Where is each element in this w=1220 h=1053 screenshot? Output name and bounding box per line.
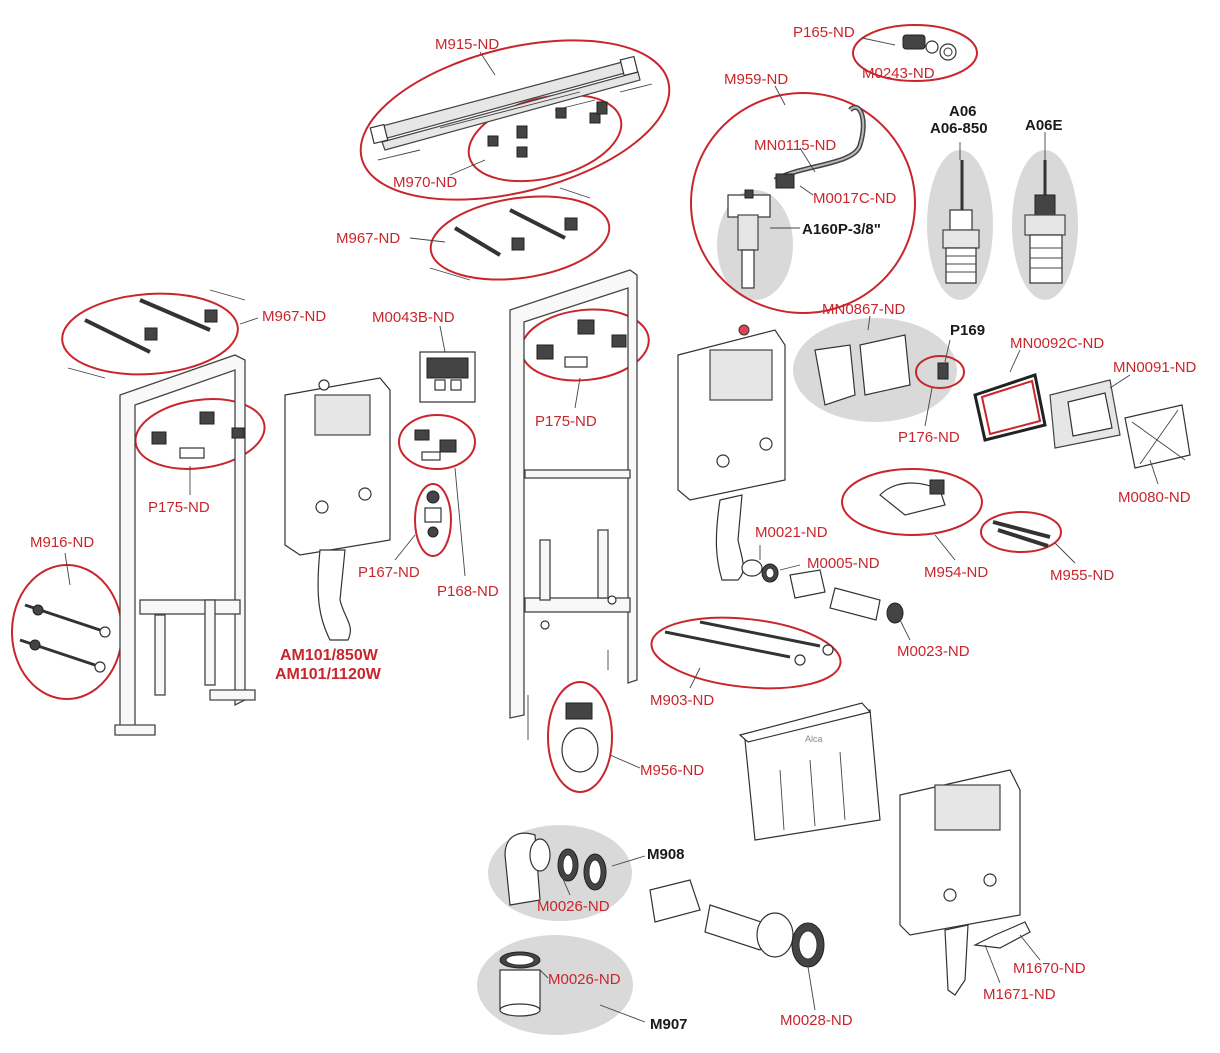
m959-hose-part <box>773 105 866 189</box>
label-mn0867: MN0867-ND <box>822 301 906 318</box>
p168-parts <box>414 429 457 461</box>
m959-ring <box>690 92 916 314</box>
label-a06e: A06E <box>1025 117 1063 134</box>
label-a160p: A160P-3/8" <box>802 221 881 238</box>
m916-bolts-part <box>19 603 111 673</box>
label-m1671: M1671-ND <box>983 986 1056 1003</box>
label-m908: M908 <box>647 846 685 863</box>
m955-bolts-part <box>992 520 1051 548</box>
label-m907: M907 <box>650 1016 688 1033</box>
center-frame-part <box>509 269 638 740</box>
m970-brackets-part <box>487 101 608 158</box>
label-m903: M903-ND <box>650 692 714 709</box>
left-cistern-part <box>284 377 391 641</box>
m903-rods-part <box>664 620 834 666</box>
m0023-pipe-part <box>789 569 904 624</box>
label-m0028: M0028-ND <box>780 1012 853 1029</box>
m967-left-rods-part <box>67 289 246 379</box>
mn0092c-frame-part <box>973 373 1047 442</box>
label-p168: P168-ND <box>437 583 499 600</box>
label-m0021: M0021-ND <box>755 524 828 541</box>
bottom-cistern-part <box>899 769 1031 996</box>
label-a06-850: A06-850 <box>930 120 988 137</box>
label-mn0091: MN0091-ND <box>1113 359 1197 376</box>
label-a06: A06 <box>949 103 977 120</box>
a06e-flush-valve-part <box>1024 160 1066 284</box>
m954-bracket-part <box>879 479 946 516</box>
label-m915: M915-ND <box>435 36 499 53</box>
label-m0080: M0080-ND <box>1118 489 1191 506</box>
a160p-fill-valve-part <box>727 189 771 289</box>
mn0091-box-part <box>1049 379 1121 449</box>
p176-ring <box>915 355 965 389</box>
a06-flush-valve-part <box>942 160 980 284</box>
m970-ring <box>467 93 623 183</box>
label-p175-center: P175-ND <box>535 413 597 430</box>
alca-cover-box-part: Alca <box>738 702 881 841</box>
m955-ring <box>980 511 1062 553</box>
label-mn0092c: MN0092C-ND <box>1010 335 1104 352</box>
label-model-am101-1120w: AM101/1120W <box>275 666 382 683</box>
center-cistern-part <box>677 324 786 581</box>
m915-rails-part <box>369 55 653 161</box>
m903-ring <box>650 616 842 690</box>
alca-logo-text: Alca <box>805 734 823 744</box>
leader-lines <box>64 37 1159 1023</box>
mn0867-bracket-part <box>814 334 949 406</box>
label-m967-top: M967-ND <box>336 230 400 247</box>
label-m0026-b: M0026-ND <box>548 971 621 988</box>
m0021-m0005-seals-part <box>741 559 779 583</box>
label-p167: P167-ND <box>358 564 420 581</box>
label-m0043b: M0043B-ND <box>372 309 455 326</box>
label-m954: M954-ND <box>924 564 988 581</box>
p167-ring <box>414 483 452 557</box>
m967-top-ring <box>429 195 611 281</box>
m967-top-rods-part <box>429 187 591 281</box>
label-m959: M959-ND <box>724 71 788 88</box>
label-p165: P165-ND <box>793 24 855 41</box>
p175-left-brackets <box>151 411 245 459</box>
m915-ring <box>359 39 671 201</box>
p165-valve-part <box>902 34 957 61</box>
label-p176: P176-ND <box>898 429 960 446</box>
left-frame-part <box>114 354 256 736</box>
label-m0023: M0023-ND <box>897 643 970 660</box>
m0043b-plate-part <box>419 351 476 403</box>
m956-ring <box>547 681 613 793</box>
label-m970: M970-ND <box>393 174 457 191</box>
label-m0005: M0005-ND <box>807 555 880 572</box>
m908-elbow-part <box>504 832 607 906</box>
m954-ring <box>841 468 983 536</box>
p168-ring <box>398 414 476 470</box>
label-mn0115: MN0115-ND <box>754 137 836 154</box>
label-model-am101-850w: AM101/850W <box>280 647 379 664</box>
label-m0243: M0243-ND <box>862 65 935 82</box>
m956-clamp-part <box>561 702 599 773</box>
label-m956: M956-ND <box>640 762 704 779</box>
label-m967-left: M967-ND <box>262 308 326 325</box>
label-p175-left: P175-ND <box>148 499 210 516</box>
label-m0017c: M0017C-ND <box>813 190 897 207</box>
label-m1670: M1670-ND <box>1013 960 1086 977</box>
m907-adapter-part <box>499 951 541 1017</box>
m0080-plate-part <box>1124 404 1191 469</box>
m0028-pipe-part <box>649 879 825 968</box>
p167-parts <box>424 490 442 538</box>
label-m0026-a: M0026-ND <box>537 898 610 915</box>
label-p169: P169 <box>950 322 985 339</box>
label-m955: M955-ND <box>1050 567 1114 584</box>
m0243-ring <box>852 24 978 82</box>
label-m916: M916-ND <box>30 534 94 551</box>
m967-left-ring <box>61 292 239 376</box>
p175-center-brackets <box>536 319 627 368</box>
